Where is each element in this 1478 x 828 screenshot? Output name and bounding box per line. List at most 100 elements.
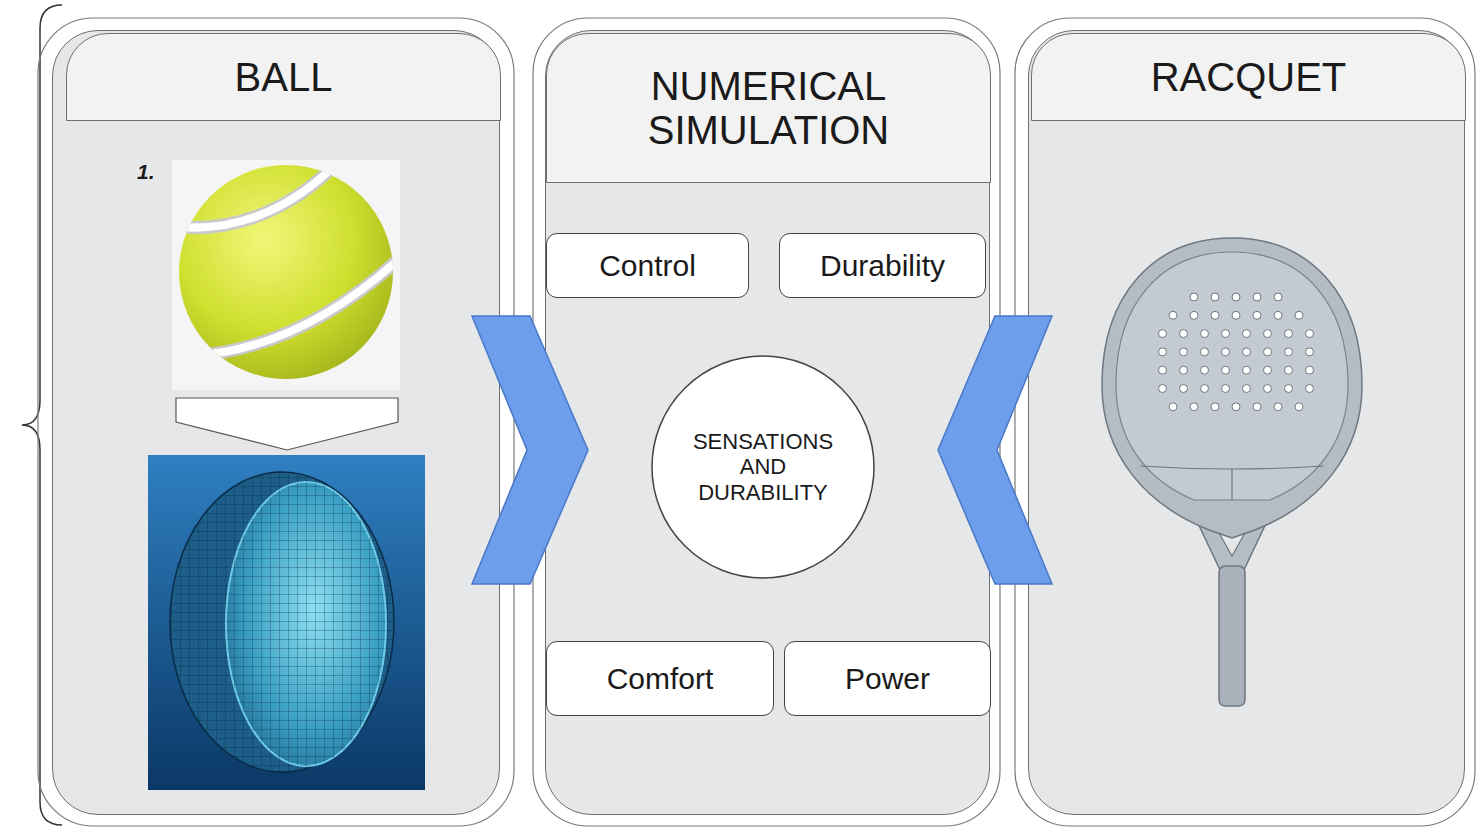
racquet-hole [1274,311,1282,319]
racquet-hole [1306,330,1314,338]
racquet-hole [1295,403,1303,411]
picture-ground [172,160,400,390]
racquet-hole [1159,385,1167,393]
racquet-hole [1169,403,1177,411]
node-text: Comfort [607,662,714,696]
shell [170,472,394,772]
racquet-hole [1190,403,1198,411]
racquet-hole [1243,366,1251,374]
node-text: SENSATIONS AND DURABILITY [683,429,843,505]
racquet-hole [1243,348,1251,356]
racquet-hole [1190,311,1198,319]
picture-ground [148,455,425,790]
racquet-hole [1264,348,1272,356]
racquet-hole [1159,348,1167,356]
panel-outline [38,18,514,826]
racquet-picture [1102,238,1362,706]
racquet-hole [1201,348,1209,356]
seam [170,160,340,228]
shell-mesh [170,472,394,772]
racquet-hole [1306,348,1314,356]
racquet-hole [1274,403,1282,411]
circle-shape [652,356,874,578]
racquet-hole [1222,330,1230,338]
racquet-hole [1211,403,1219,411]
racquet-hole [1159,366,1167,374]
racquet-hole [1180,366,1188,374]
racquet-hole [1180,385,1188,393]
face-line [1231,469,1232,500]
property-box: Comfort [546,641,774,716]
panel-heading: RACQUET [1151,55,1347,99]
panel-heading: NUMERICAL SIMULATION [587,64,950,152]
racquet-hole [1306,366,1314,374]
racquet-hole [1285,348,1293,356]
racquet-hole [1285,385,1293,393]
ball-mesh-picture [148,455,425,790]
racquet-hole [1285,366,1293,374]
racquet-hole [1180,330,1188,338]
racquet-hole [1211,311,1219,319]
racquet-hole [1201,385,1209,393]
seam [190,258,400,356]
panel-header: NUMERICAL SIMULATION [546,33,991,183]
property-box: Power [784,641,991,716]
panel: BALL [52,30,500,815]
panel-header: BALL [66,33,501,121]
callout-number: 1. [137,160,155,184]
racquet-hole [1285,330,1293,338]
racquet-face [1116,252,1348,500]
racquet-frame [1102,238,1362,538]
face-line [1140,466,1324,469]
tennis-ball [179,165,393,379]
racquet-hole [1201,366,1209,374]
racquet-hole [1159,330,1167,338]
ball-seams [170,160,400,356]
racquet-hole [1211,293,1219,301]
node-text: Control [599,249,696,283]
throat-hole [1204,506,1260,556]
tennis-ball-picture [170,160,400,390]
racquet-handle [1219,566,1245,706]
racquet-holes [1159,293,1314,411]
panel-header: RACQUET [1031,33,1466,121]
panel: RACQUET [1028,30,1465,815]
racquet-hole [1306,385,1314,393]
racquet-hole [1222,385,1230,393]
racquet-hole [1201,330,1209,338]
racquet-throat [1184,494,1280,574]
racquet-hole [1253,311,1261,319]
racquet-hole [1264,385,1272,393]
down-arrow [176,398,398,450]
racquet-hole [1190,293,1198,301]
chevron-arrow [938,316,1052,584]
racquet-hole [1169,311,1177,319]
node-text: Power [845,662,930,696]
racquet-hole [1295,311,1303,319]
racquet-hole [1180,348,1188,356]
racquet-hole [1264,330,1272,338]
node-text: Durability [820,249,945,283]
central-circle: SENSATIONS AND DURABILITY [651,355,875,579]
racquet-hole [1274,293,1282,301]
racquet-hole [1232,311,1240,319]
racquet-hole [1243,385,1251,393]
seam [190,258,400,356]
racquet-hole [1253,293,1261,301]
chevron-arrow [472,316,588,584]
racquet-hole [1222,348,1230,356]
racquet-hole [1222,366,1230,374]
property-box: Durability [779,233,986,298]
cavity [226,482,386,766]
panel-outline [533,18,1000,826]
racquet-hole [1232,293,1240,301]
panel: NUMERICAL SIMULATION Control DurabilitySEN… [545,30,990,815]
racquet-hole [1243,330,1251,338]
property-box: Control [546,233,749,298]
panel-outline [1015,18,1475,826]
racquet-hole [1264,366,1272,374]
panel-heading: BALL [235,55,333,99]
racquet-hole [1232,403,1240,411]
racquet-hole [1253,403,1261,411]
